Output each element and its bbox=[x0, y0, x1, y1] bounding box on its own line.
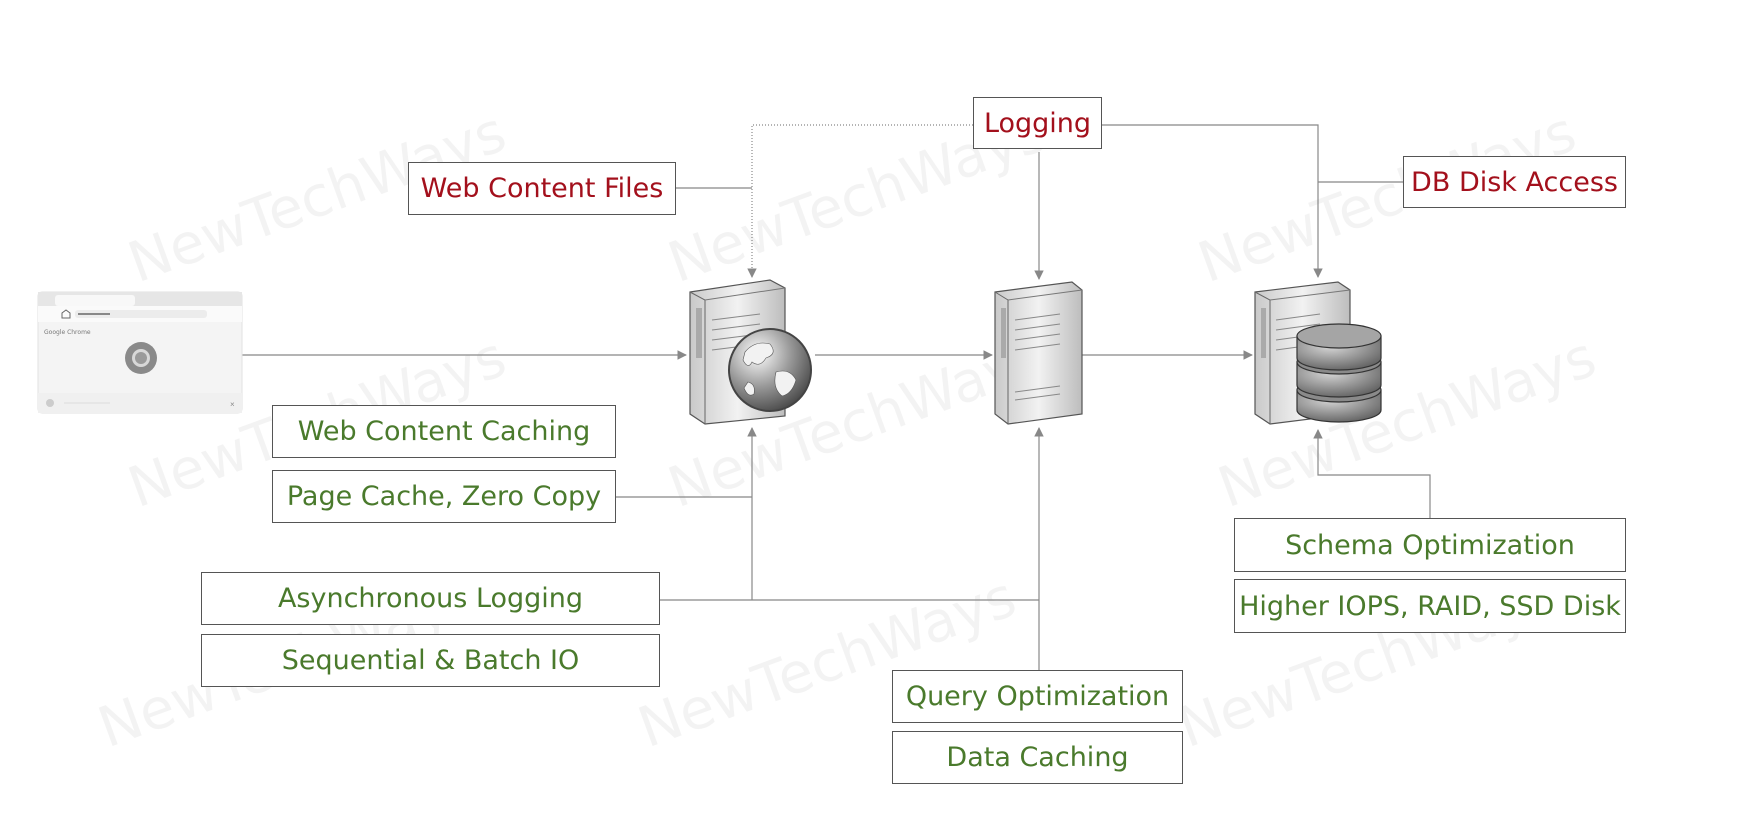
higher-iops-box: Higher IOPS, RAID, SSD Disk bbox=[1234, 579, 1626, 633]
svg-text:×: × bbox=[230, 400, 235, 409]
schema-to-db-line bbox=[1313, 429, 1431, 518]
logging-to-db-line bbox=[1102, 124, 1323, 278]
web-content-files-box: Web Content Files bbox=[408, 162, 676, 215]
schema-optimization-box: Schema Optimization bbox=[1234, 518, 1626, 572]
sequential-io-box: Sequential & Batch IO bbox=[201, 634, 660, 687]
browser-brand-label: Google Chrome bbox=[44, 329, 91, 336]
async-logging-box: Asynchronous Logging bbox=[201, 572, 660, 625]
web-content-caching-box: Web Content Caching bbox=[272, 405, 616, 458]
page-cache-box: Page Cache, Zero Copy bbox=[272, 470, 616, 523]
logging-box: Logging bbox=[973, 97, 1102, 149]
db-disk-access-box: DB Disk Access bbox=[1403, 156, 1626, 208]
query-optimization-box: Query Optimization bbox=[892, 670, 1183, 723]
data-caching-box: Data Caching bbox=[892, 731, 1183, 784]
